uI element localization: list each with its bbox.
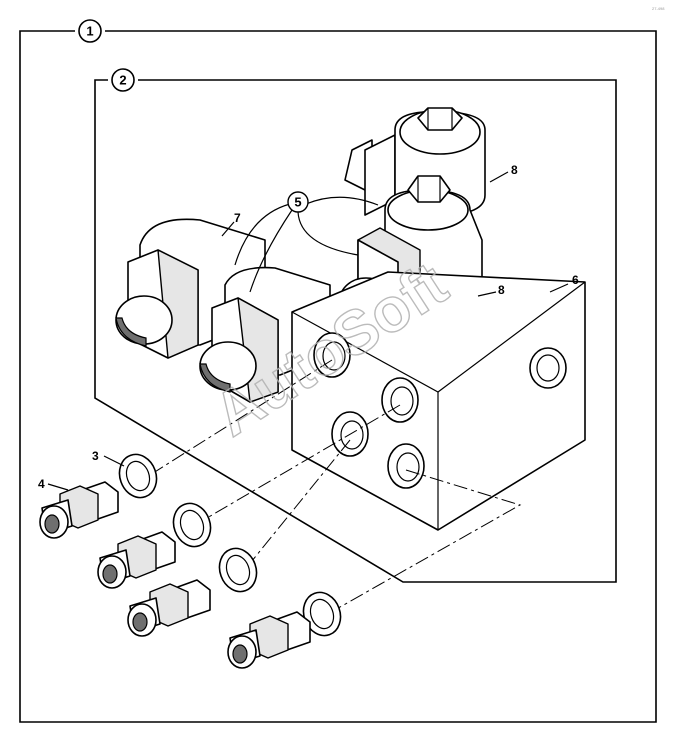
callout-2-label: 2 xyxy=(119,73,126,88)
label-8-top: 8 xyxy=(489,163,518,183)
label-7: 7 xyxy=(221,211,241,237)
fitting-1 xyxy=(39,481,119,539)
label-8-top-text: 8 xyxy=(511,163,518,177)
valve-body xyxy=(291,271,586,531)
label-7-text: 7 xyxy=(234,211,241,225)
washer-3 xyxy=(218,547,258,593)
label-6: 6 xyxy=(549,273,579,293)
label-3-text: 3 xyxy=(92,449,99,463)
washer-2 xyxy=(172,502,212,548)
callout-1-label: 1 xyxy=(86,24,93,39)
fitting-3 xyxy=(127,579,211,637)
label-6-text: 6 xyxy=(572,273,579,287)
subassembly-frame xyxy=(94,79,617,583)
assembly-frame xyxy=(19,30,657,723)
centerlines xyxy=(149,359,522,616)
label-5: 5 xyxy=(234,191,379,293)
washer-4 xyxy=(302,591,342,637)
callout-2: 2 xyxy=(111,68,135,92)
port-top-right xyxy=(381,377,419,423)
fitting-4 xyxy=(227,611,311,669)
washer-1 xyxy=(118,453,158,499)
callout-5-circle xyxy=(287,191,309,213)
label-4-text: 4 xyxy=(38,477,45,491)
label-8-front: 8 xyxy=(477,283,505,297)
label-3: 3 xyxy=(92,449,125,467)
fitting-2 xyxy=(97,531,176,589)
corner-mark: 27-498 xyxy=(652,6,665,11)
port-bottom-right xyxy=(387,443,425,489)
callout-1: 1 xyxy=(78,19,102,43)
label-8-front-text: 8 xyxy=(498,283,505,297)
label-5-text: 5 xyxy=(294,195,301,210)
label-4: 4 xyxy=(38,477,69,491)
